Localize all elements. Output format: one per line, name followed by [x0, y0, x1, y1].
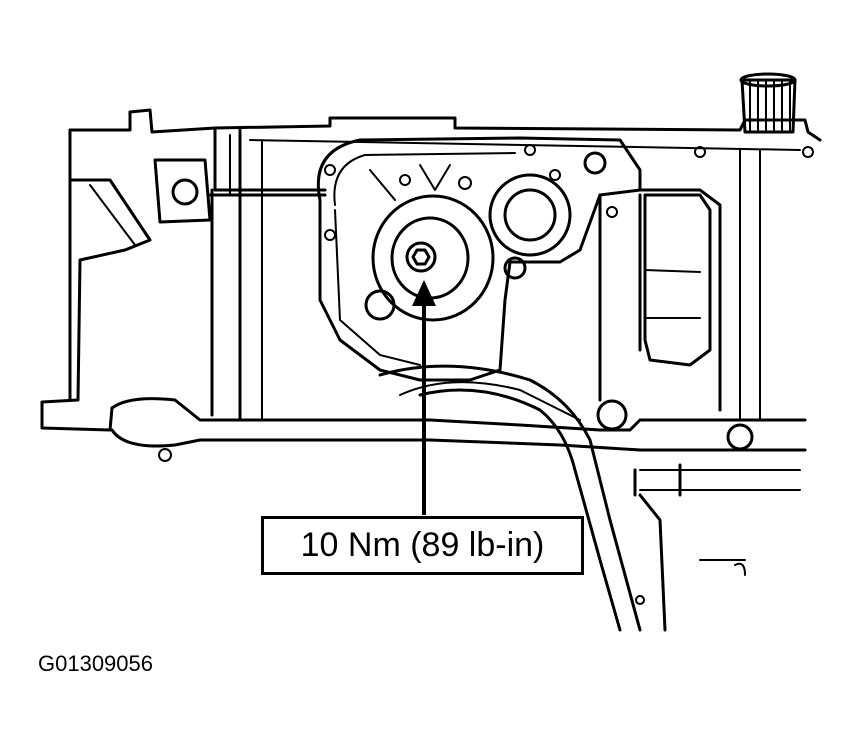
lower-arm: [110, 364, 807, 632]
left-bracket: [40, 128, 327, 432]
lower-right-edge: [635, 493, 746, 632]
splined-shaft: [739, 72, 797, 134]
right-housing: [598, 149, 761, 421]
callout-arrow: [412, 280, 436, 515]
large-port: [488, 173, 572, 280]
figure-id: G01309056: [38, 651, 153, 676]
valve-body-plate: [316, 136, 814, 382]
housing-top-rail: [68, 108, 822, 196]
torque-label: 10 Nm (89 lb-in): [300, 526, 545, 564]
frame-bars: [210, 128, 263, 422]
bolt-icon: [405, 241, 437, 273]
torque-callout: 10 Nm (89 lb-in): [261, 516, 584, 575]
